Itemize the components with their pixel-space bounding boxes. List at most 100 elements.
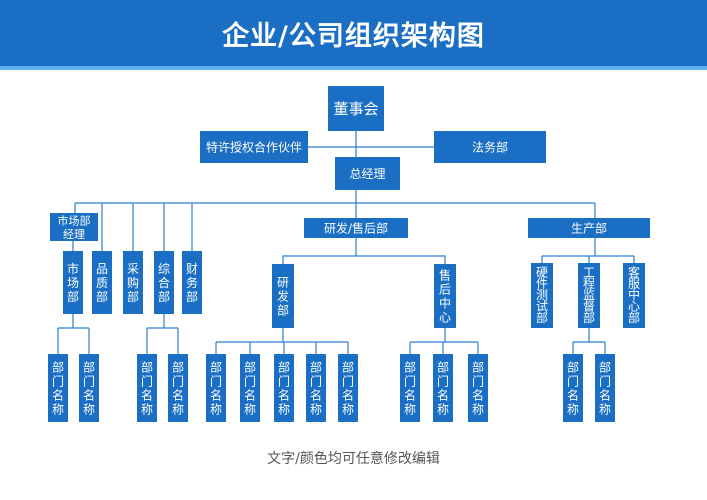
rnd-aftersales-node-label: 研发/售后部 xyxy=(324,221,388,236)
header-accent-line xyxy=(0,66,707,70)
rnd-dept-name-node-char: 门 xyxy=(278,373,290,388)
hw-test-dept-node-char: 件 xyxy=(536,277,548,291)
aftersales-dept-name-node-char: 名 xyxy=(404,387,416,402)
aftersales-dept-name-node-char: 部 xyxy=(404,359,416,374)
hw-test-dept-node-char: 试 xyxy=(536,299,548,314)
franchise-partner-node-label: 特许授权合作伙伴 xyxy=(206,140,302,155)
rnd-dept-name-node-char: 名 xyxy=(310,387,322,402)
rnd-dept-name-node-box xyxy=(274,354,294,422)
general-dept-node: 综合部 xyxy=(154,251,174,314)
quality-dept-node-box xyxy=(92,251,112,314)
rnd-dept-name-node-char: 名 xyxy=(244,387,256,402)
market-dept-node-char: 场 xyxy=(67,276,79,290)
legal-dept-node-box xyxy=(434,131,546,163)
eng-supervision-dept-node-char: 工 xyxy=(583,265,595,279)
aftersales-dept-name-node-char: 称 xyxy=(472,402,484,416)
legal-dept-node-label: 法务部 xyxy=(472,140,508,155)
to-aftersales-line xyxy=(356,255,446,264)
rnd-dept-name-node-char: 部 xyxy=(310,359,322,374)
footer-note: 文字/颜色均可任意修改编辑 xyxy=(267,451,440,467)
eng-supervise-dept-name-node-char: 门 xyxy=(567,373,579,388)
rnd-dept-name-node-char: 名 xyxy=(210,387,222,402)
customer-service-node-char: 服 xyxy=(628,277,640,291)
aftersales-dept-name-node-char: 门 xyxy=(404,373,416,388)
rnd-dept-name-node-char: 名 xyxy=(278,387,290,402)
board-node-label: 董事会 xyxy=(333,100,378,118)
hw-test-dept-node-char: 测 xyxy=(536,288,548,302)
finance-dept-node: 财务部 xyxy=(182,251,202,314)
market-dept-node: 市场部 xyxy=(63,251,83,314)
rnd-dept-name-node-box xyxy=(306,354,326,422)
quality-dept-node-char: 质 xyxy=(96,276,108,290)
aftersales-dept-name-node-char: 门 xyxy=(437,373,449,388)
quality-dept-node-char: 部 xyxy=(96,289,108,304)
customer-service-node-char: 部 xyxy=(628,310,640,325)
general-dept-node-char: 部 xyxy=(158,289,170,304)
franchise-partner-node-box xyxy=(200,131,308,163)
market-dept-dept-name-node-char: 门 xyxy=(83,373,95,388)
eng-supervise-dept-name-node-char: 门 xyxy=(599,373,611,388)
legal-dept-node: 法务部 xyxy=(434,131,546,163)
eng-supervise-dept-name-node-char: 部 xyxy=(599,359,611,374)
customer-service-node-char: 心 xyxy=(628,300,640,314)
customer-service-node-box xyxy=(623,263,645,328)
eng-supervise-dept-name-node-char: 部 xyxy=(567,359,579,374)
market-dept-dept-name-node-char: 称 xyxy=(52,402,64,416)
rnd-dept-name-node-char: 部 xyxy=(278,359,290,374)
aftersales-dept-name-node-box xyxy=(468,354,488,422)
general-dept-node-char: 合 xyxy=(158,275,170,290)
hw-test-dept-node-char: 硬 xyxy=(536,265,548,279)
aftersales-dept-name-node-char: 名 xyxy=(472,387,484,402)
aftersales-dept-name-node-char: 称 xyxy=(404,402,416,416)
rnd-dept-name-node-char: 称 xyxy=(244,402,256,416)
market-dept-dept-name-node-box xyxy=(48,354,68,422)
rnd-dept-name-node-box xyxy=(206,354,226,422)
eng-supervise-dept-name-node-char: 称 xyxy=(599,402,611,416)
general-dept-dept-name-node-char: 称 xyxy=(141,402,153,416)
purchase-dept-node: 采购部 xyxy=(123,251,143,314)
eng-supervise-dept-name-node-box xyxy=(563,354,583,422)
rnd-dept-name-node-char: 名 xyxy=(342,387,354,402)
rnd-aftersales-node: 研发/售后部 xyxy=(304,218,408,238)
finance-dept-node-char: 务 xyxy=(186,275,198,290)
general-manager-node-label: 总经理 xyxy=(349,167,385,181)
finance-dept-node-char: 财 xyxy=(186,262,198,276)
eng-supervise-dept-name-node-char: 名 xyxy=(567,387,579,402)
production-node-box xyxy=(528,218,650,238)
aftersales-dept-name-node-char: 部 xyxy=(437,359,449,374)
general-dept-dept-name-node-char: 称 xyxy=(172,402,184,416)
aftersales-dept-name-node-box xyxy=(433,354,453,422)
general-dept-node-char: 综 xyxy=(158,262,170,276)
general-manager-node: 总经理 xyxy=(335,157,400,190)
rnd-dept-name-node-char: 门 xyxy=(210,373,222,388)
rnd-dept-name-node-char: 部 xyxy=(244,359,256,374)
purchase-dept-node-char: 部 xyxy=(127,289,139,304)
aftersales-dept-name-node-box xyxy=(400,354,420,422)
market-dept-dept-name-node-char: 称 xyxy=(83,402,95,416)
quality-dept-node-char: 品 xyxy=(96,262,108,276)
aftersales-center-node-char: 售 xyxy=(439,267,451,282)
rnd-dept-node: 研发部 xyxy=(272,264,294,328)
rnd-dept-name-node-char: 门 xyxy=(244,373,256,388)
eng-supervise-dept-name-node-char: 称 xyxy=(567,402,579,416)
market-dept-dept-name-node-char: 部 xyxy=(52,359,64,374)
general-dept-dept-name-node-char: 门 xyxy=(172,373,184,388)
rnd-dept-name-node-char: 称 xyxy=(310,402,322,416)
market-manager-node-box xyxy=(50,213,98,241)
board-node: 董事会 xyxy=(328,86,384,131)
customer-service-node-char: 中 xyxy=(628,287,640,302)
market-dept-dept-name-node-box xyxy=(79,354,99,422)
production-node: 生产部 xyxy=(528,218,650,238)
